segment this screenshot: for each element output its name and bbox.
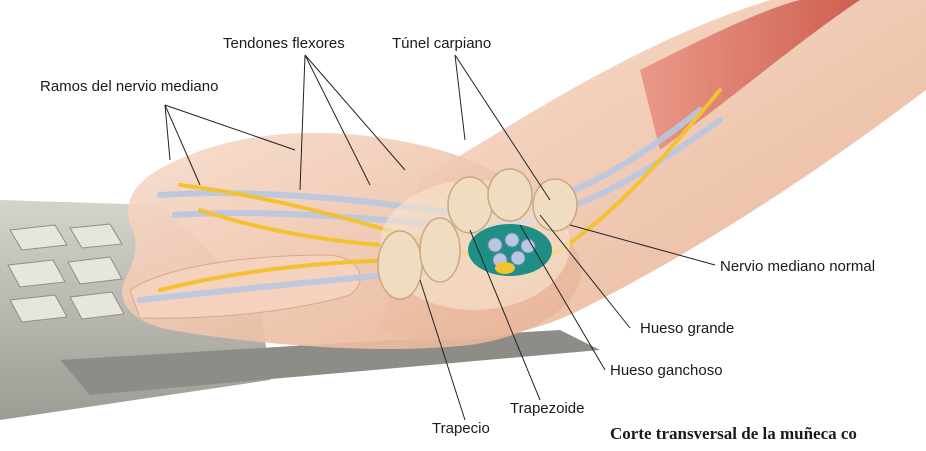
bone-trapecio bbox=[378, 231, 422, 299]
bone-hueso-grande bbox=[448, 177, 492, 233]
bone-hueso-ganchoso bbox=[533, 179, 577, 231]
bone-trapezoide bbox=[420, 218, 460, 282]
label-trapezoide: Trapezoide bbox=[510, 400, 585, 418]
bone-semilunar bbox=[488, 169, 532, 221]
label-hueso-ganchoso: Hueso ganchoso bbox=[610, 362, 723, 380]
label-trapecio: Trapecio bbox=[432, 420, 490, 438]
label-ramos-nervio-mediano: Ramos del nervio mediano bbox=[40, 78, 218, 96]
label-tendones-flexores: Tendones flexores bbox=[223, 35, 345, 53]
label-nervio-mediano-normal: Nervio mediano normal bbox=[720, 258, 875, 276]
label-tunel-carpiano: Túnel carpiano bbox=[392, 35, 491, 53]
label-hueso-grande: Hueso grande bbox=[640, 320, 734, 338]
figure-caption: Corte transversal de la muñeca co bbox=[610, 424, 857, 444]
